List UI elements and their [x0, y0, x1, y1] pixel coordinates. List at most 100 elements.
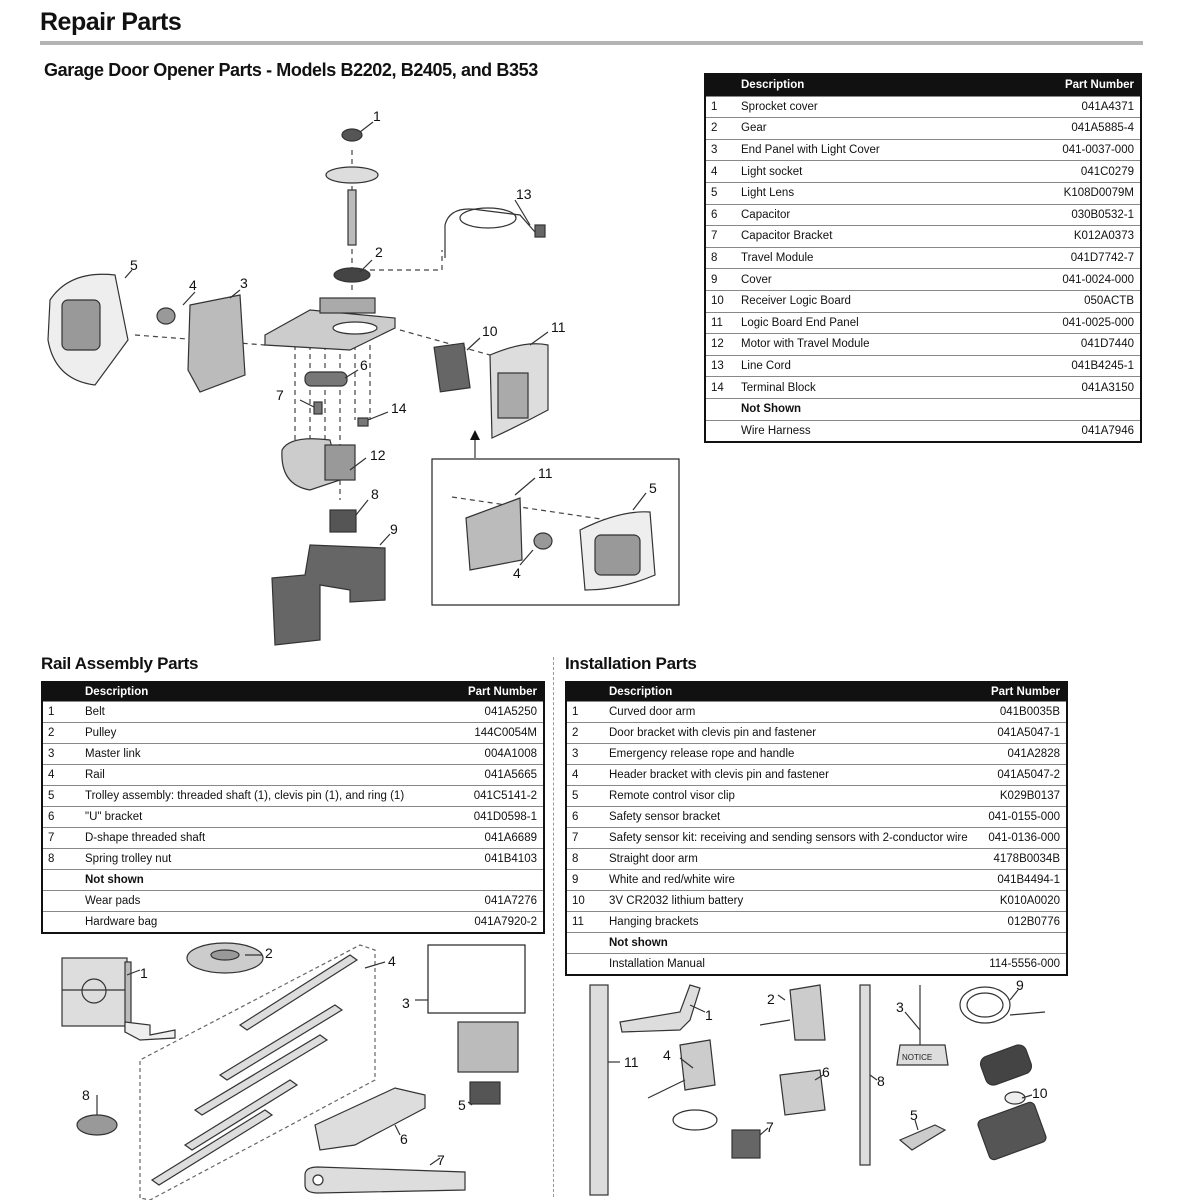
install-callout-9: 9 [1016, 977, 1024, 993]
part-number: 030B0532-1 [995, 204, 1141, 227]
install-callout-8: 8 [877, 1073, 885, 1089]
blank-cell [566, 932, 605, 954]
part-number: 041A5885-4 [995, 117, 1141, 140]
part-number: 041D7440 [995, 333, 1141, 356]
callout-8: 8 [371, 486, 379, 502]
part-index: 2 [705, 117, 737, 140]
callout-2: 2 [375, 244, 383, 260]
motor-callout-labels: 1 2 3 4 5 6 7 8 9 10 11 12 13 14 11 5 4 [130, 108, 657, 581]
part-number: 041C5141-2 [452, 785, 544, 807]
blank-cell [42, 890, 81, 912]
rail-section-title: Rail Assembly Parts [41, 654, 199, 673]
notice-tag-text: NOTICE [902, 1053, 932, 1062]
part-description: Light Lens [737, 182, 996, 205]
part-number: 041A5250 [452, 701, 544, 723]
install-callout-7: 7 [766, 1119, 774, 1135]
callout-5: 5 [130, 257, 138, 273]
rail-assembly-diagram: 1 2 3 4 5 6 7 8 [61, 942, 526, 1200]
callout-10: 10 [482, 323, 498, 339]
callout-14: 14 [391, 400, 407, 416]
blank-cell [42, 869, 81, 891]
part-number: 041B4245-1 [995, 355, 1141, 378]
part-number-header: Part Number [995, 74, 1141, 97]
install-callout-3: 3 [896, 999, 904, 1015]
part-index: 6 [42, 806, 81, 828]
rail-callout-6: 6 [400, 1131, 408, 1147]
part-index: 7 [566, 827, 605, 849]
part-number: 041-0155-000 [982, 806, 1067, 828]
part-number: 041A7276 [452, 890, 544, 912]
rail-callout-7: 7 [437, 1152, 445, 1168]
part-description: Emergency release rope and handle [605, 743, 983, 765]
not-shown-label: Not shown [81, 869, 453, 891]
part-index: 8 [566, 848, 605, 870]
callout-7: 7 [276, 387, 284, 403]
part-index: 1 [566, 701, 605, 723]
part-description: Hardware bag [81, 911, 453, 934]
part-description: Wear pads [81, 890, 453, 912]
install-section-title: Installation Parts [565, 654, 697, 673]
motor-exploded-diagram: 1 2 3 4 5 6 7 8 9 10 11 12 13 14 11 5 4 [47, 108, 680, 646]
part-index: 2 [566, 722, 605, 744]
part-number: 041B4103 [452, 848, 544, 870]
part-index: 9 [566, 869, 605, 891]
callout-4: 4 [189, 277, 197, 293]
install-callout-6: 6 [822, 1064, 830, 1080]
inset-callout-4: 4 [513, 565, 521, 581]
install-callout-labels: 1 2 3 4 5 6 7 8 9 10 11 [624, 977, 1048, 1135]
rail-callout-5: 5 [458, 1097, 466, 1113]
part-description: "U" bracket [81, 806, 453, 828]
part-number: 114-5556-000 [982, 953, 1067, 976]
part-number: 4178B0034B [982, 848, 1067, 870]
install-callout-1: 1 [705, 1007, 713, 1023]
table-header-row: Description Part Number [566, 682, 1067, 702]
part-index: 5 [42, 785, 81, 807]
part-description: Spring trolley nut [81, 848, 453, 870]
part-description: Door bracket with clevis pin and fastene… [605, 722, 983, 744]
part-description: Belt [81, 701, 453, 723]
part-number: 041C0279 [995, 160, 1141, 183]
part-number: 144C0054M [452, 722, 544, 744]
part-index: 2 [42, 722, 81, 744]
part-index: 4 [566, 764, 605, 786]
part-number: 041D7742-7 [995, 247, 1141, 270]
part-description: Capacitor Bracket [737, 225, 996, 248]
part-number: 041-0136-000 [982, 827, 1067, 849]
part-description: Safety sensor bracket [605, 806, 983, 828]
blank-cell [705, 420, 737, 443]
callout-11: 11 [551, 319, 566, 335]
part-number: K108D0079M [995, 182, 1141, 205]
part-number: K029B0137 [982, 785, 1067, 807]
not-shown-heading-row: Not shown [42, 869, 544, 891]
page-title: Repair Parts [40, 8, 182, 36]
callout-1: 1 [373, 108, 381, 124]
arrow-up-icon [470, 430, 480, 440]
part-index: 11 [566, 911, 605, 933]
part-description: Sprocket cover [737, 96, 996, 119]
not-shown-label: Not Shown [737, 398, 996, 421]
part-number: 041A6689 [452, 827, 544, 849]
part-description: Travel Module [737, 247, 996, 270]
part-index: 6 [566, 806, 605, 828]
part-number-header: Part Number [982, 682, 1067, 702]
part-number: 041A4371 [995, 96, 1141, 119]
rail-callout-4: 4 [388, 953, 396, 969]
part-number: K010A0020 [982, 890, 1067, 912]
